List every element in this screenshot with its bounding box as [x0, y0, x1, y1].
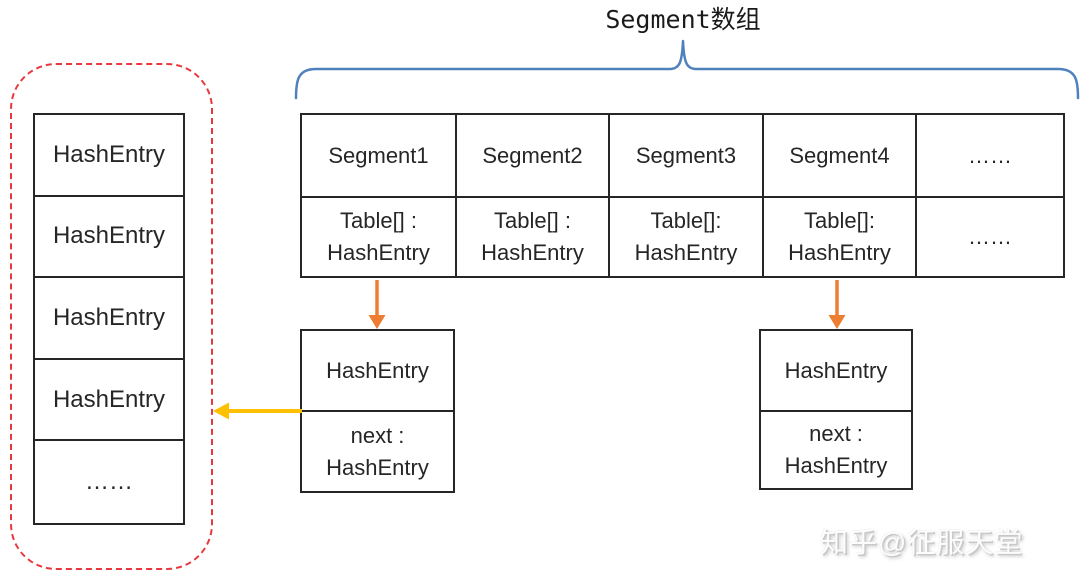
hashentry-bucket-list: HashEntry HashEntry HashEntry HashEntry …	[33, 113, 185, 525]
segment-header-cell: Segment4	[764, 115, 917, 198]
segment-header-cell: Segment1	[302, 115, 457, 198]
segment-header-cell: Segment2	[457, 115, 610, 198]
segment-header-ellipsis-cell: ……	[917, 115, 1063, 198]
down-arrow-segment1	[368, 280, 386, 329]
segment-table-cell: Table[] : HashEntry	[457, 198, 610, 276]
hashentry-node-segment1: HashEntry next : HashEntry	[300, 329, 455, 493]
segment-table-cell: Table[]: HashEntry	[764, 198, 917, 276]
down-arrow-head	[368, 315, 386, 329]
segment-table-cell: Table[]: HashEntry	[610, 198, 764, 276]
hashentry-bucket-item: HashEntry	[35, 278, 183, 360]
down-arrow-segment4	[828, 280, 846, 329]
segment-table-cell: Table[] : HashEntry	[302, 198, 457, 276]
segment-table: Segment1 Segment2 Segment3 Segment4 …… T…	[300, 113, 1065, 278]
hashentry-node-title: HashEntry	[302, 331, 453, 412]
hashentry-bucket-item: HashEntry	[35, 197, 183, 279]
segment-header-cell: Segment3	[610, 115, 764, 198]
left-arrow-to-bucket	[213, 402, 302, 420]
brace-path	[294, 39, 1080, 100]
hashentry-bucket-item: HashEntry	[35, 115, 183, 197]
hashentry-node-segment4: HashEntry next : HashEntry	[759, 329, 913, 490]
hashentry-bucket-item: HashEntry	[35, 360, 183, 442]
segment-array-brace	[294, 39, 1080, 100]
hashentry-bucket-container	[10, 63, 213, 570]
segment-table-ellipsis-cell: ……	[968, 224, 1012, 250]
down-arrow-head	[828, 315, 846, 329]
hashentry-node-next: next : HashEntry	[784, 421, 888, 478]
hashentry-node-next: next : HashEntry	[326, 422, 429, 480]
hashentry-bucket-ellipsis: ……	[85, 468, 133, 496]
hashentry-node-title: HashEntry	[761, 331, 911, 412]
zhihu-watermark: 知乎@征服天堂	[820, 527, 1024, 558]
left-arrow-head	[213, 402, 229, 420]
diagram-title: Segment数组	[605, 5, 761, 34]
